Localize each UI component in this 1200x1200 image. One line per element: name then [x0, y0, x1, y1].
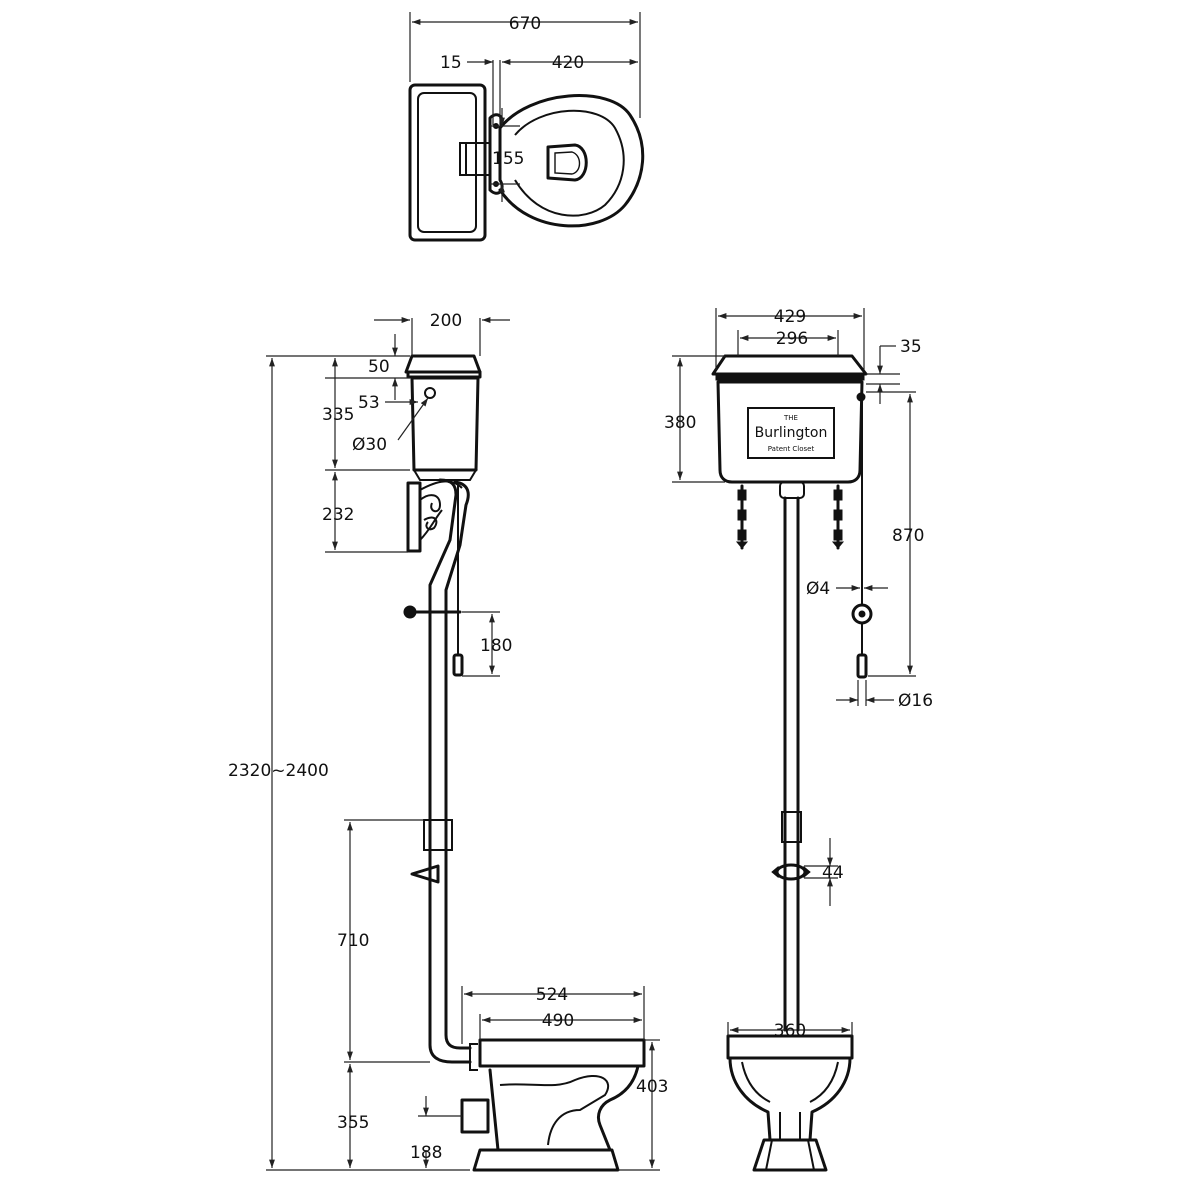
dim-200: 200: [430, 311, 462, 331]
pipe-clip-side: [410, 864, 440, 884]
seat-inner: [514, 109, 625, 217]
brand-the: THE: [783, 414, 798, 422]
cistern-lid-side: [404, 354, 482, 374]
pipe-joint: [423, 819, 453, 851]
outlet-front: [779, 481, 805, 499]
waste-outlet-side: [460, 1098, 490, 1134]
dim-524: 524: [536, 985, 568, 1005]
chain-guide-side: [403, 605, 417, 619]
dim-420: 420: [552, 53, 584, 73]
wall-bracket: [406, 481, 422, 553]
dim-50: 50: [368, 357, 390, 377]
dim-670: 670: [509, 14, 541, 34]
pan-base-side: [472, 1148, 620, 1172]
dim-dia-16: Ø16: [898, 691, 933, 711]
brand-plate: [747, 407, 835, 459]
inlet-side: [424, 387, 436, 399]
dim-155: 155: [492, 149, 524, 169]
pull-handle-side: [452, 653, 464, 677]
dim-overall-height: 2320~2400: [228, 761, 329, 781]
seat-outer: [498, 94, 645, 228]
cistern-top-inner: [417, 92, 477, 233]
dim-403: 403: [636, 1077, 668, 1097]
cistern-body-side: [410, 376, 480, 472]
dim-360: 360: [774, 1021, 806, 1041]
top-view: 670 15 420 155: [408, 12, 645, 242]
cistern-body-front: [716, 380, 864, 484]
dim-35: 35: [900, 337, 922, 357]
dim-710: 710: [337, 931, 369, 951]
dim-dia-4: Ø4: [806, 579, 830, 599]
flush-pipe-front: [444, 480, 472, 1050]
dim-44: 44: [822, 863, 844, 883]
dim-335: 335: [322, 405, 354, 425]
cistern-lid-front: [711, 354, 868, 376]
pan-rim-front: [726, 1034, 854, 1060]
dim-180: 180: [480, 636, 512, 656]
pipe-joint-front: [781, 811, 802, 843]
dim-232: 232: [322, 505, 354, 525]
dim-296: 296: [776, 329, 808, 349]
pipe-clip-front: [775, 863, 807, 881]
side-view: 200 50 335 53 Ø30 232 180 2320~2400 710: [228, 311, 668, 1172]
cistern-top-outline: [408, 83, 487, 242]
dim-188: 188: [410, 1143, 442, 1163]
dim-380: 380: [664, 413, 696, 433]
flush-pipe-back: [428, 478, 472, 1064]
dim-490: 490: [542, 1011, 574, 1031]
pan-bowl-front: [728, 1056, 852, 1142]
dim-53: 53: [358, 393, 380, 413]
trap-side: [499, 1075, 610, 1146]
brand-name: Burlington: [755, 425, 828, 441]
dim-870: 870: [892, 526, 924, 546]
dim-355: 355: [337, 1113, 369, 1133]
dim-dia-30: Ø30: [352, 435, 387, 455]
pan-body-side: [486, 1064, 640, 1152]
bowl-opening: [546, 143, 588, 182]
pull-handle-front: [856, 653, 868, 679]
pan-seat-side: [478, 1038, 646, 1068]
dim-15: 15: [440, 53, 462, 73]
brand-sub: Patent Closet: [768, 445, 815, 453]
pan-base-front: [752, 1138, 828, 1172]
chain-guide-front: [851, 603, 873, 625]
dim-429: 429: [774, 307, 806, 327]
front-view: THE Burlington Patent Closet: [664, 307, 933, 1172]
hinge-plate: [488, 113, 504, 195]
